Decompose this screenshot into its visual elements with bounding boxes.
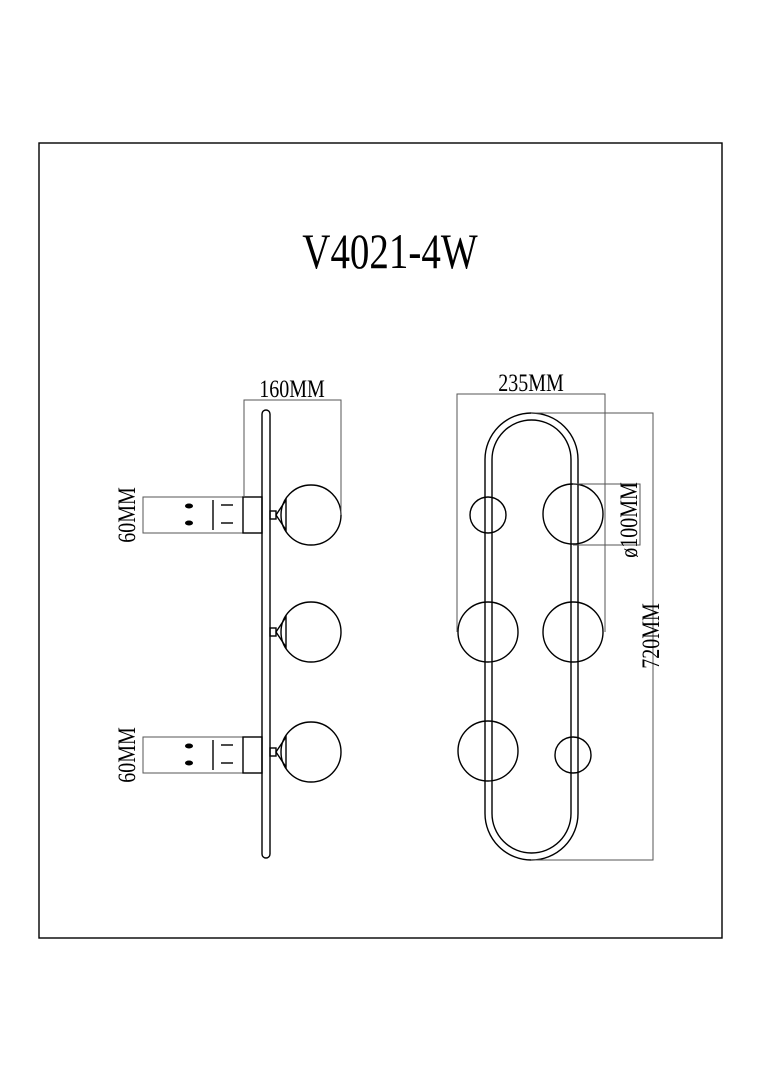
depth-dimension-line [243, 399, 342, 515]
height-label: 720MM [637, 603, 665, 669]
depth-label: 160MM [259, 375, 325, 403]
side-view: 160MM 60MM 60MM [113, 375, 342, 859]
drawing-border [38, 142, 723, 939]
globe-diameter-label: ø100MM [615, 482, 643, 558]
mount-top-label: 60MM [113, 487, 141, 543]
oval-frame-outer [484, 412, 579, 861]
globe-dimension-line [573, 483, 641, 546]
mount-bottom-label: 60MM [113, 727, 141, 783]
front-view: 235MM ø100MM 720MM [456, 369, 665, 861]
oval-frame-inner [491, 419, 572, 854]
side-bar [261, 409, 271, 859]
model-title: V4021-4W [302, 223, 478, 279]
front-globes [457, 483, 604, 782]
wall-mount-bottom [142, 736, 263, 774]
width-dimension-line [456, 393, 606, 632]
width-label: 235MM [498, 369, 564, 397]
side-globes [269, 484, 342, 783]
height-dimension-line [531, 412, 654, 861]
wall-mount-top [142, 496, 263, 534]
